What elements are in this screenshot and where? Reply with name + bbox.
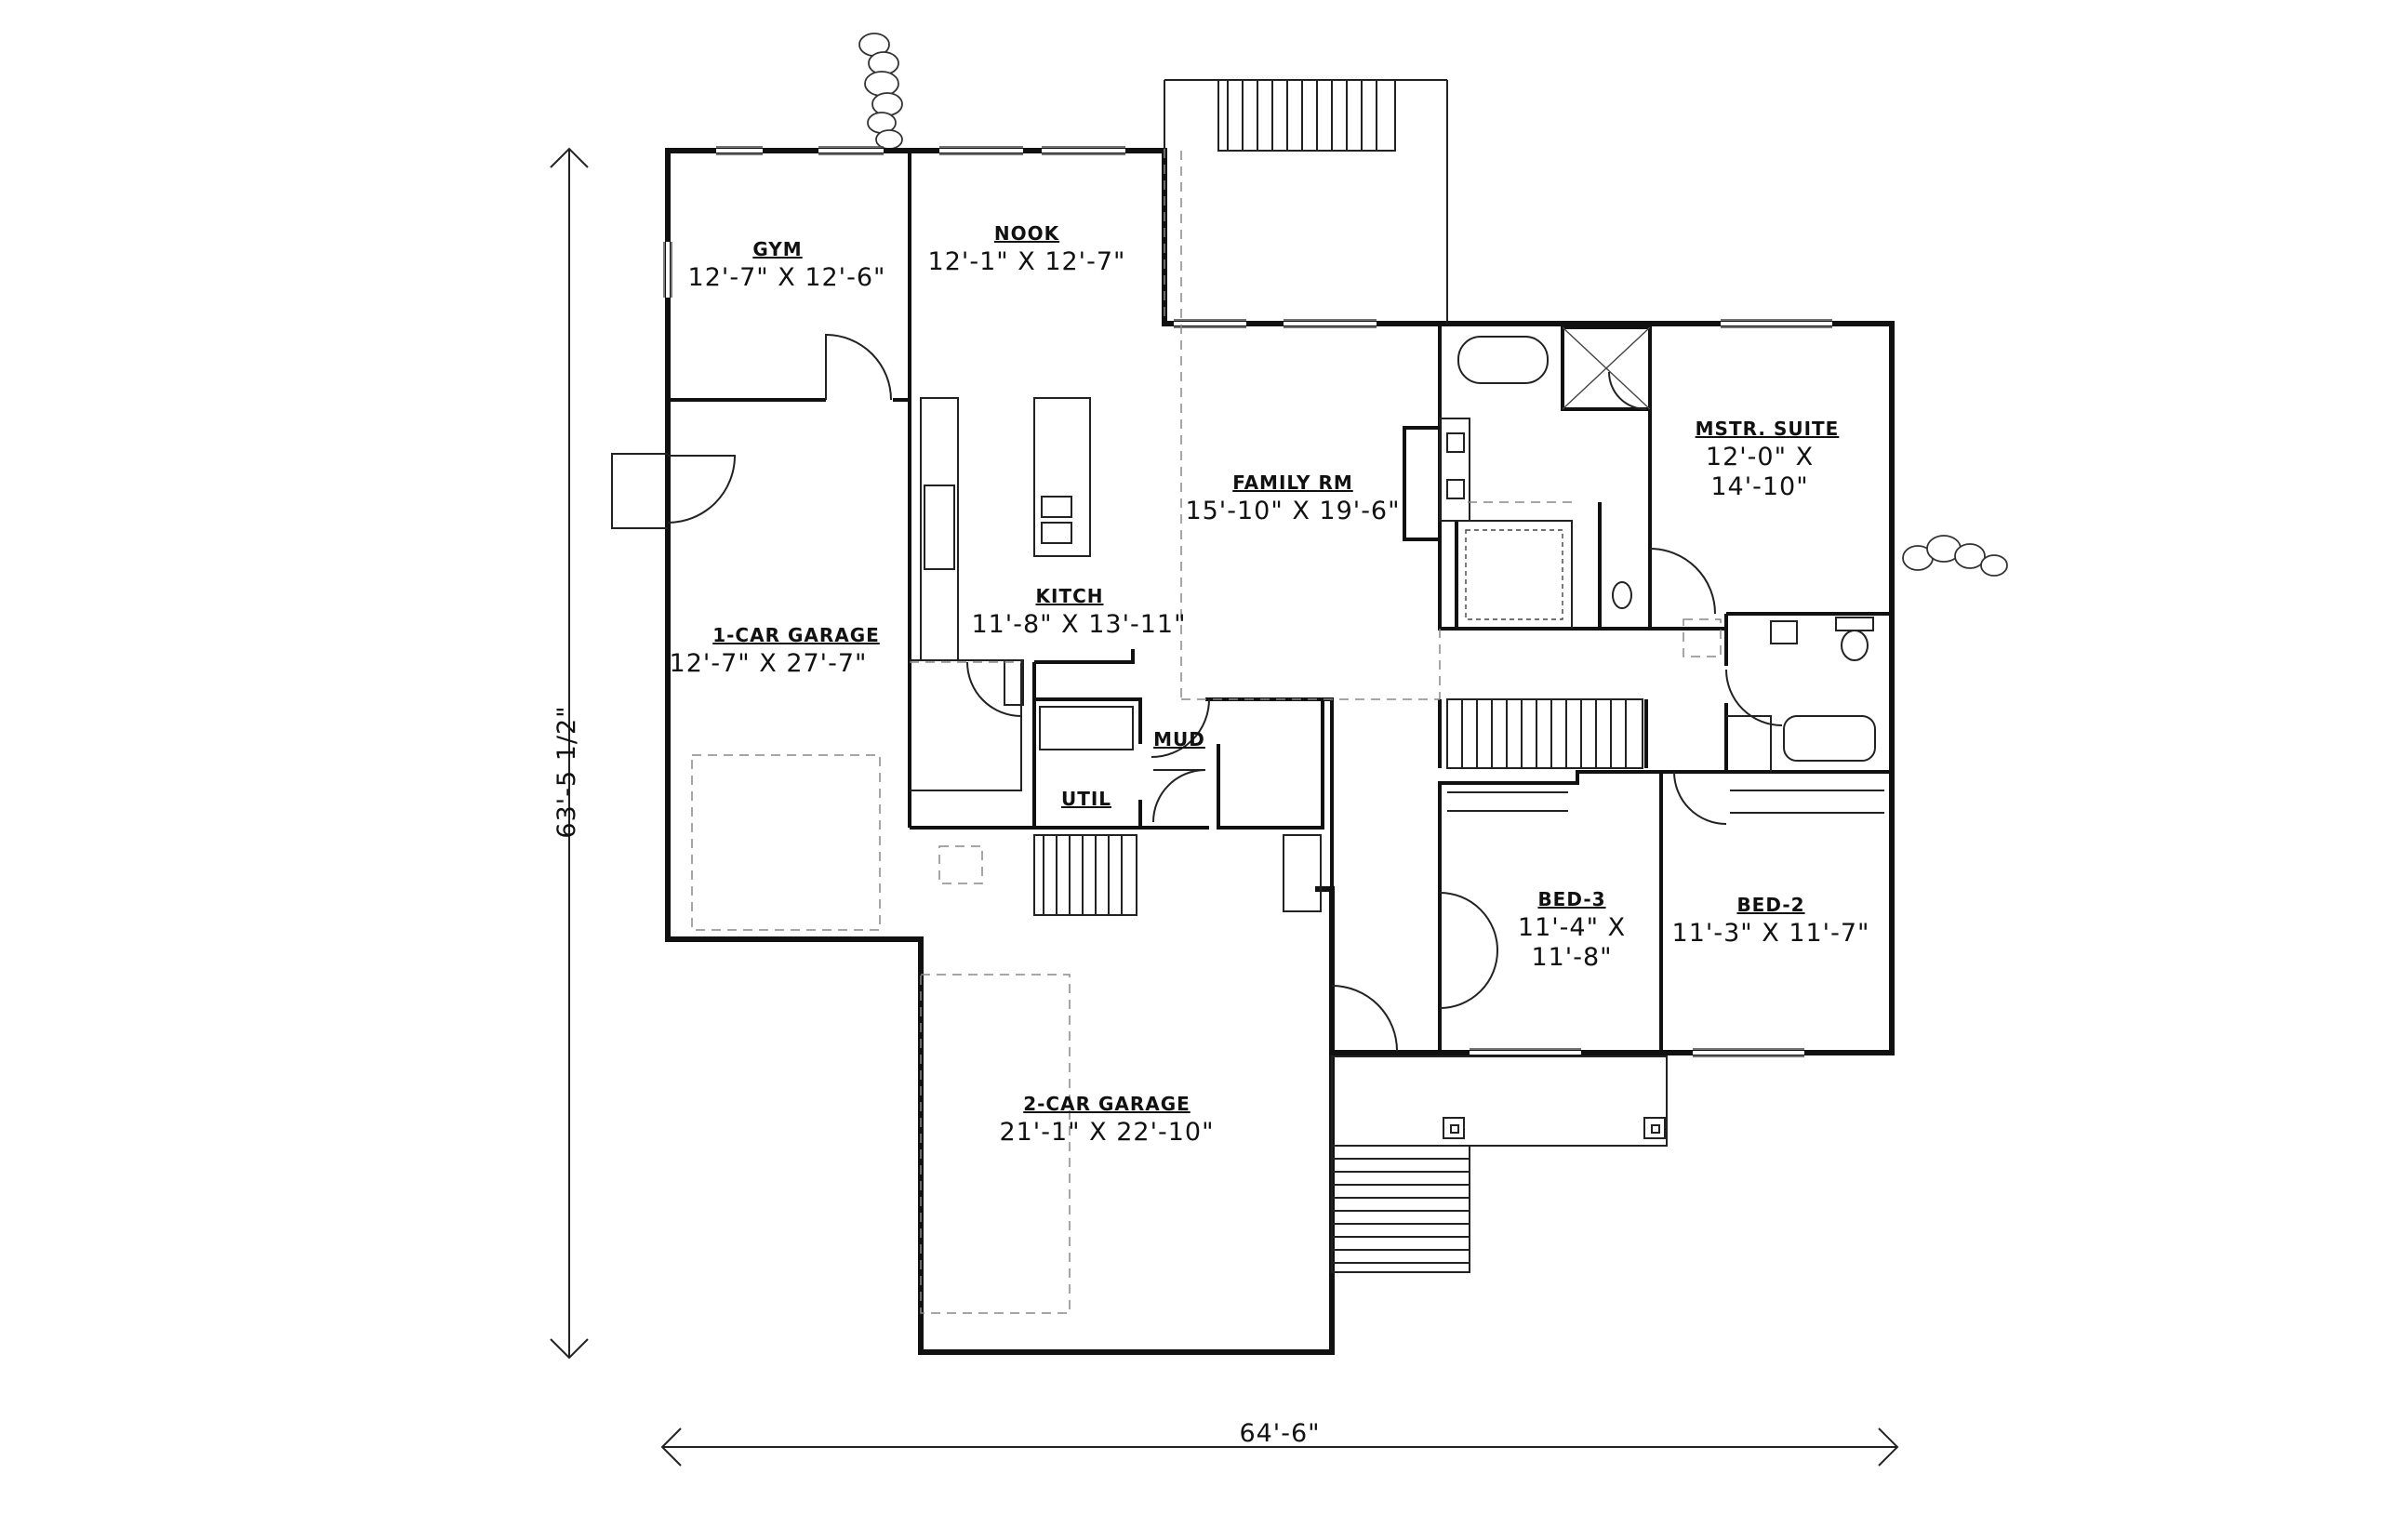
- room-name: KITCH: [1036, 585, 1104, 607]
- room-bed-3: BED-3 11'-4" X 11'-8": [1518, 888, 1626, 972]
- room-name: MSTR. SUITE: [1696, 418, 1840, 440]
- room-dimensions: 12'-7" X 12'-6": [688, 263, 886, 292]
- room-dimensions: 12'-7" X 27'-7": [670, 649, 868, 678]
- room-bed-2: BED-2 11'-3" X 11'-7": [1672, 894, 1870, 948]
- room-dimensions: 21'-1" X 22'-10": [999, 1118, 1214, 1147]
- room-name: MUD: [1153, 728, 1205, 750]
- room-1-car-garage: 1-CAR GARAGE 12'-7" X 27'-7": [670, 624, 880, 678]
- overall-depth-label: 63'-5 1/2": [552, 705, 581, 838]
- room-name: BED-2: [1736, 894, 1804, 916]
- room-name: FAMILY RM: [1232, 471, 1353, 494]
- hall-stairs: [1446, 698, 1643, 769]
- door-swings: [667, 333, 1783, 1052]
- room-name: NOOK: [994, 222, 1060, 245]
- garage-stairs: [1033, 834, 1322, 916]
- front-porch-stairs: [1331, 1145, 1470, 1273]
- room-dimensions: 12'-1" X 12'-7": [928, 247, 1126, 276]
- landscape-shrubs-top: [858, 33, 903, 150]
- room-kitchen: KITCH 11'-8" X 13'-11": [971, 585, 1186, 639]
- room-dimensions: 12'-0" X: [1706, 443, 1814, 471]
- room-name: GYM: [752, 238, 802, 260]
- room-name: BED-3: [1537, 888, 1605, 910]
- room-mud: MUD: [1153, 728, 1205, 750]
- room-dimensions: 11'-3" X 11'-7": [1672, 919, 1870, 948]
- room-dimensions: 14'-10": [1710, 472, 1808, 501]
- kitchen-fixtures: [920, 397, 1091, 661]
- room-name: 2-CAR GARAGE: [1023, 1093, 1190, 1115]
- room-util: UTIL: [1061, 788, 1111, 810]
- room-name: UTIL: [1061, 788, 1111, 810]
- room-dimensions: 11'-8": [1531, 943, 1612, 972]
- front-porch: [1331, 1055, 1668, 1147]
- room-nook: NOOK 12'-1" X 12'-7": [928, 222, 1126, 276]
- rear-porch-stairs: [1217, 79, 1396, 152]
- room-2-car-garage: 2-CAR GARAGE 21'-1" X 22'-10": [999, 1093, 1214, 1147]
- landscape-shrubs-right: [1902, 535, 2008, 577]
- dashed-overhead-lines: [691, 149, 1722, 1314]
- overall-width-label: 64'-6": [1239, 1419, 1320, 1448]
- room-gym: GYM 12'-7" X 12'-6": [688, 238, 886, 292]
- room-dimensions: 15'-10" X 19'-6": [1185, 497, 1400, 525]
- room-dimensions: 11'-8" X 13'-11": [971, 610, 1186, 639]
- room-name: 1-CAR GARAGE: [712, 624, 880, 646]
- width-dimension-line: 64'-6": [660, 1419, 1899, 1467]
- depth-dimension-line: 63'-5 1/2": [550, 147, 589, 1360]
- room-dimensions: 11'-4" X: [1518, 913, 1626, 942]
- room-master-suite: MSTR. SUITE 12'-0" X 14'-10": [1696, 418, 1840, 501]
- room-family: FAMILY RM 15'-10" X 19'-6": [1185, 471, 1400, 525]
